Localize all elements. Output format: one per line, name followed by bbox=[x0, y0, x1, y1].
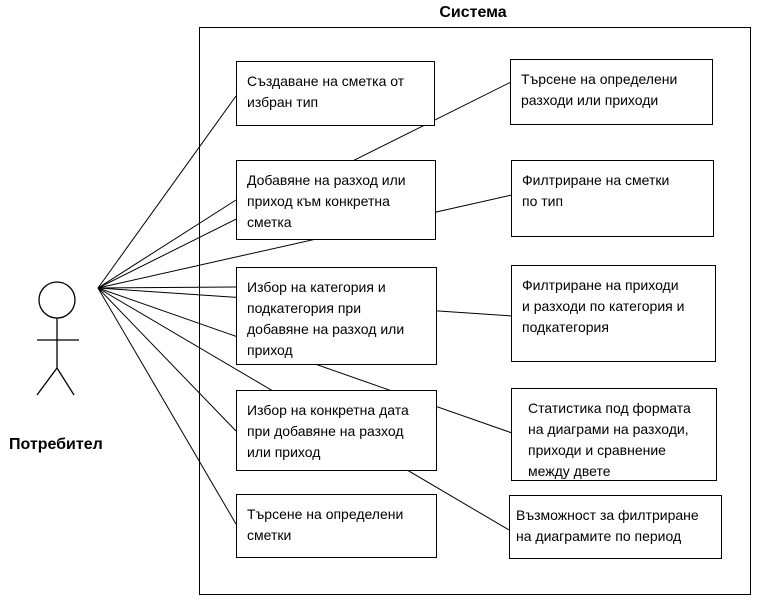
use-case-search-expenses-income: Търсене на определени разходи или приход… bbox=[510, 59, 713, 125]
use-case-select-date: Избор на конкретна дата при добавяне на … bbox=[236, 390, 437, 471]
system-title: Система bbox=[439, 4, 507, 21]
actor-leg-left bbox=[36, 367, 58, 396]
association-line bbox=[97, 286, 237, 289]
actor-figure bbox=[36, 281, 79, 396]
association-line bbox=[97, 194, 513, 289]
system-boundary bbox=[199, 27, 751, 595]
association-line bbox=[97, 287, 237, 525]
association-line bbox=[97, 199, 237, 289]
use-case-filter-charts-by-period: Възможност за филтриране на диаграмите п… bbox=[509, 495, 722, 559]
use-case-add-expense-income: Добавяне на разход или приход към конкре… bbox=[236, 160, 436, 240]
use-case-statistics-charts: Статистика под формата на диаграми на ра… bbox=[511, 388, 717, 481]
association-line bbox=[97, 95, 237, 289]
use-case-create-account: Създаване на сметка от избран тип bbox=[236, 61, 435, 126]
actor-head bbox=[38, 281, 76, 319]
use-case-filter-accounts-by-type: Филтриране на сметки по тип bbox=[511, 160, 714, 237]
use-case-search-accounts: Търсене на определени сметки bbox=[236, 494, 437, 558]
actor-label: Потребител bbox=[9, 436, 103, 453]
association-line bbox=[97, 287, 237, 432]
use-case-select-category: Избор на категория и подкатегория при до… bbox=[236, 267, 437, 365]
actor-leg-right bbox=[56, 367, 75, 396]
use-case-filter-by-category: Филтриране на приходи и разходи по катег… bbox=[511, 265, 716, 362]
